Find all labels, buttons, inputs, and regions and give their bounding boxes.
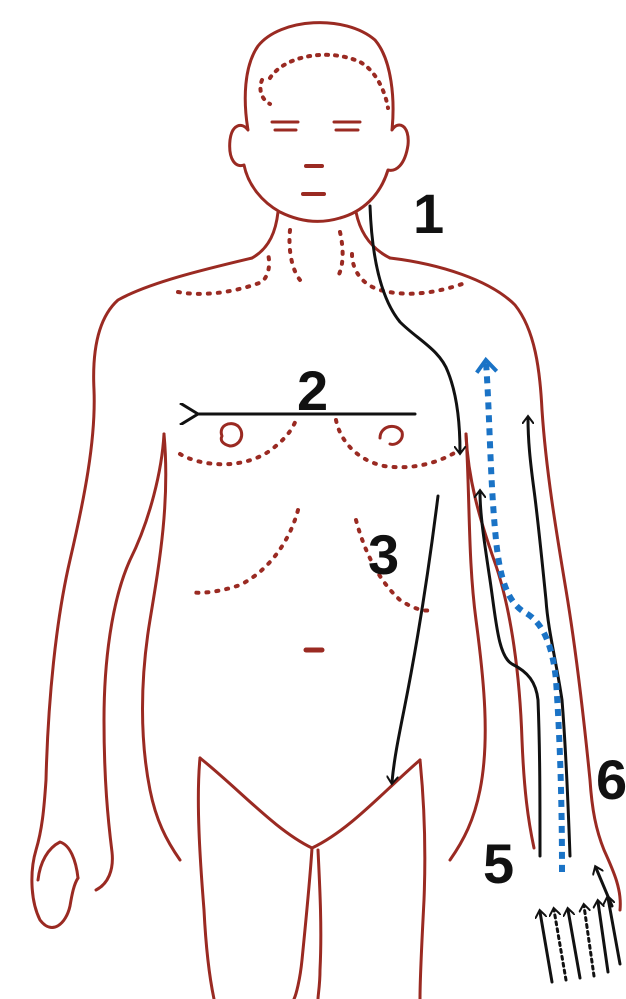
finger-arrow-4: [584, 906, 594, 976]
right-leg-inner: [318, 850, 321, 999]
left-shoulder-arm: [32, 258, 252, 927]
body-outline: [32, 23, 620, 999]
ribcage-left: [190, 510, 298, 593]
finger-arrow-5: [598, 902, 608, 972]
finger-arrow-1: [540, 912, 552, 982]
label-1: 1: [413, 186, 444, 242]
hairline: [270, 55, 388, 108]
arrow-to-6: [596, 868, 612, 906]
label-5: 5: [483, 836, 514, 892]
finger-arrow-2: [554, 910, 566, 980]
black-arrows: [198, 206, 620, 982]
label-6: 6: [596, 752, 626, 808]
neck-dots: [289, 230, 342, 280]
left-inner-arm: [96, 434, 164, 890]
right-eye: [334, 122, 360, 130]
groin-line: [200, 758, 420, 848]
left-nipple: [221, 424, 242, 446]
blue-dotted-arrow: [486, 362, 562, 872]
head-outline: [230, 23, 409, 222]
left-eye: [272, 122, 298, 130]
finger-arrow-6: [608, 898, 620, 964]
neck-left: [252, 212, 278, 258]
label-2: 2: [297, 363, 328, 419]
right-nipple: [380, 426, 402, 444]
torso-left: [143, 434, 181, 860]
left-leg-inner: [294, 848, 312, 999]
finger-arrow-3: [568, 910, 580, 978]
label-3: 3: [368, 527, 399, 583]
left-hand: [38, 842, 78, 880]
